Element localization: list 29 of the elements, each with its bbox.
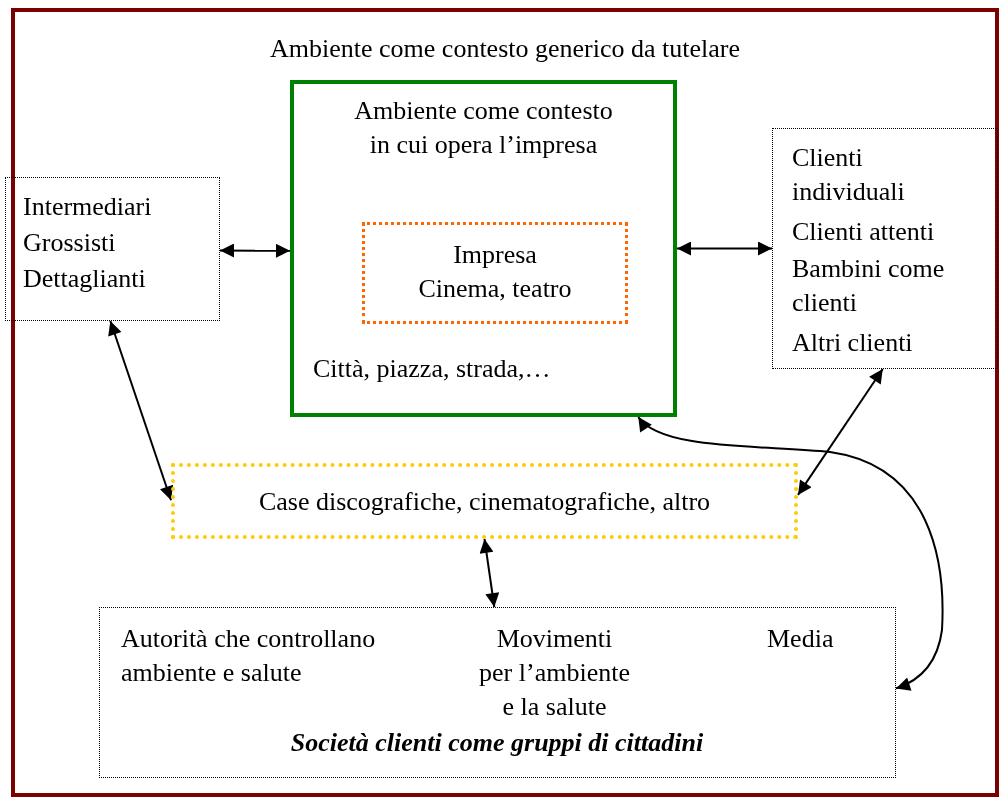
box-text: Bambini come clienti	[792, 253, 946, 319]
box-text: Ambiente come contesto generico da tutelare	[269, 33, 741, 65]
society-box	[99, 607, 896, 778]
box-text: Società clienti come gruppi di cittadini	[289, 727, 705, 759]
box-text: Dettaglianti	[23, 263, 147, 295]
box-text: Movimenti per l’ambiente e la salute	[478, 623, 631, 723]
arrow	[219, 243, 291, 258]
box-text: Case discografiche, cinematografiche, altro	[257, 486, 712, 518]
arrow	[479, 538, 500, 608]
box-text: Intermediari	[23, 191, 153, 223]
labels-box	[171, 463, 798, 539]
box-text: Cinema, teatro	[417, 273, 573, 305]
box-text: Grossisti	[23, 227, 117, 259]
box-text: Media	[767, 623, 835, 655]
box-text: Altri clienti	[792, 327, 914, 359]
box-text: Clienti individuali	[792, 142, 906, 208]
arrow	[797, 368, 884, 496]
context-box	[290, 80, 677, 417]
customers-box	[772, 128, 998, 369]
box-text: Impresa	[452, 239, 538, 271]
box-text: Autorità che controllano ambiente e salute	[121, 623, 377, 689]
intermediaries-box	[5, 177, 220, 321]
arrow	[676, 241, 773, 256]
box-text: Clienti attenti	[792, 216, 936, 248]
box-text: Ambiente come contesto in cui opera l’impresa	[353, 95, 614, 161]
box-text: Città, piazza, strada,…	[313, 353, 552, 385]
arrow	[637, 416, 944, 691]
arrow	[108, 320, 174, 502]
company-box	[362, 222, 628, 324]
